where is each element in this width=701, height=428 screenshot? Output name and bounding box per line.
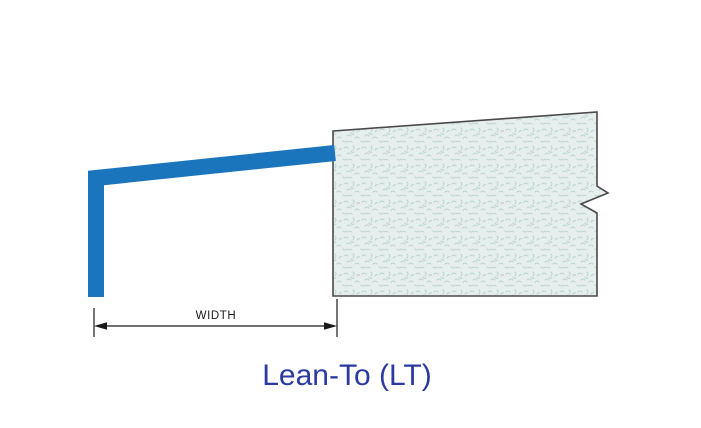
width-label: WIDTH: [196, 310, 237, 322]
diagram-title: Lean-To (LT): [262, 359, 432, 392]
dimension-arrow-right: [324, 322, 337, 330]
dimension-arrow-left: [94, 322, 107, 330]
lean-to-frame: [88, 145, 336, 297]
existing-building-block: [332, 111, 610, 297]
